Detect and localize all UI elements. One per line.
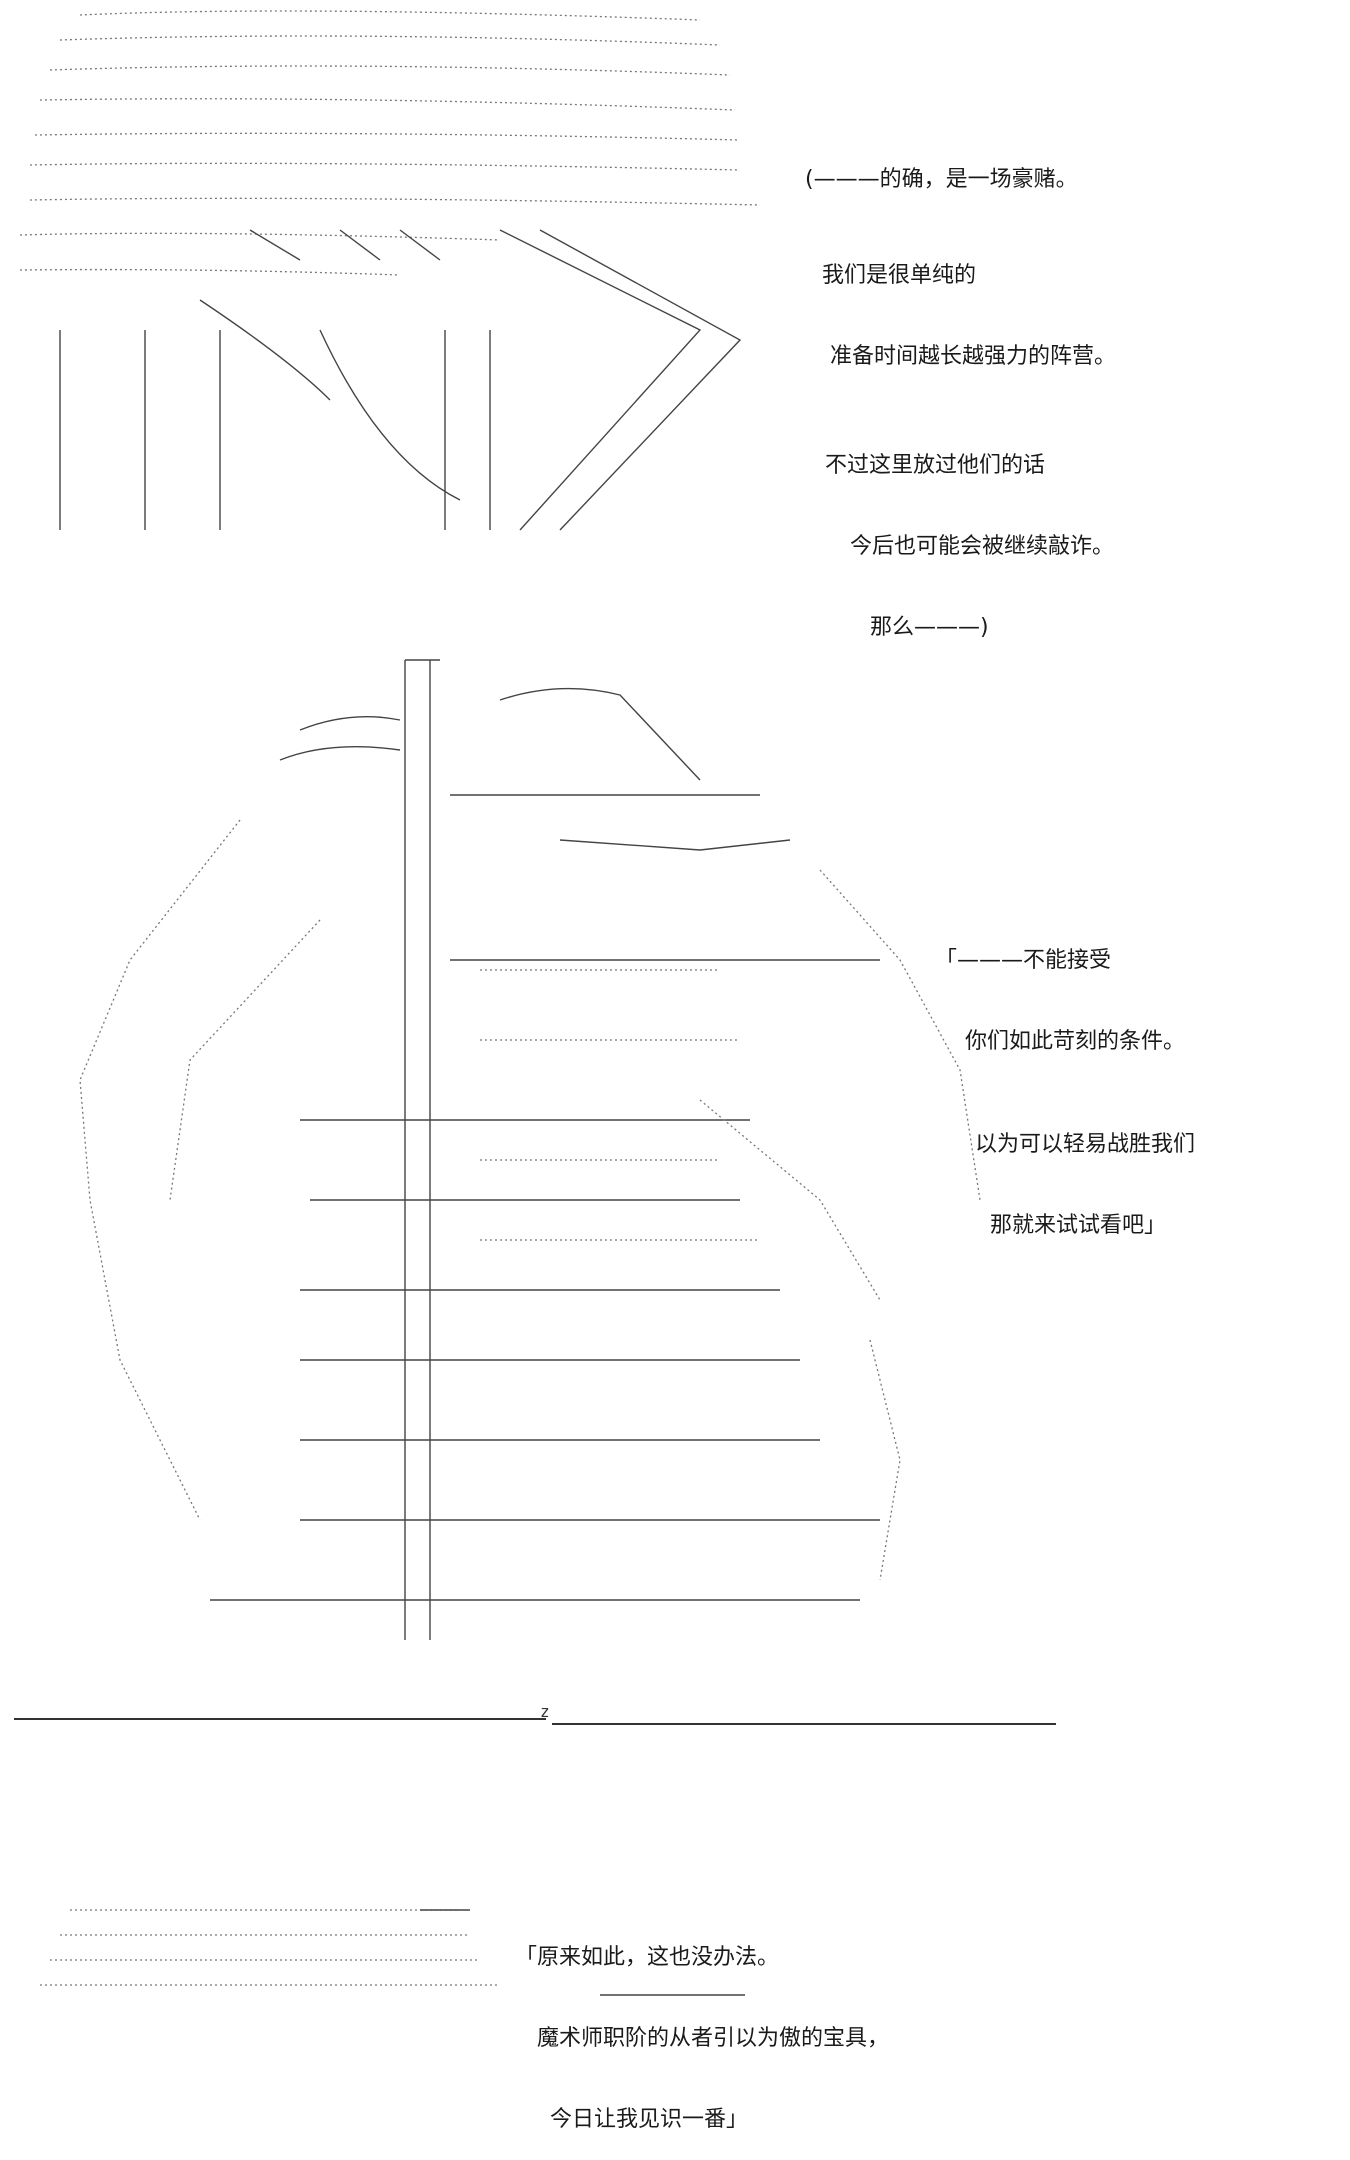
ascii-art-panel-2 xyxy=(0,640,1350,1670)
dialogue-line: 那么———) xyxy=(870,615,989,640)
panel-divider-right xyxy=(552,1723,1056,1725)
dialogue-panel-3: 「原来如此，这也没办法。 魔术师职阶的从者引以为傲的宝具， 今日让我见识一番」 xyxy=(515,1890,889,2160)
dialogue-panel-1: (———的确，是一场豪赌。 我们是很单纯的 准备时间越长越强力的阵营。 不过这里… xyxy=(800,112,1116,668)
dialogue-line: 我们是很单纯的 xyxy=(822,263,977,288)
dialogue-line: 以为可以轻易战胜我们 xyxy=(975,1132,1196,1157)
dialogue-line: 今日让我见识一番」 xyxy=(550,2107,749,2132)
dialogue-line: (———的确，是一场豪赌。 xyxy=(805,167,1078,192)
ascii-art-figure-2 xyxy=(79,659,981,1640)
ascii-art-figure-3 xyxy=(40,1909,745,1996)
dialogue-line: 「———不能接受 xyxy=(935,948,1112,973)
dialogue-panel-2: 「———不能接受 你们如此苛刻的条件。 以为可以轻易战胜我们 那就来试试看吧」 xyxy=(935,893,1195,1266)
dialogue-line: 你们如此苛刻的条件。 xyxy=(965,1029,1186,1054)
dialogue-line: 不过这里放过他们的话 xyxy=(825,453,1046,478)
dialogue-line: 准备时间越长越强力的阵营。 xyxy=(830,344,1117,369)
dialogue-line: 魔术师职阶的从者引以为傲的宝具， xyxy=(537,2026,890,2051)
divider-mark: z xyxy=(540,1702,550,1721)
dialogue-line: 「原来如此，这也没办法。 xyxy=(515,1945,780,1970)
ascii-art-figure-1 xyxy=(19,10,761,531)
panel-divider-left xyxy=(14,1718,546,1720)
dialogue-line: 那就来试试看吧」 xyxy=(990,1213,1167,1238)
ascii-art-panel-1 xyxy=(0,0,1350,560)
dialogue-line: 今后也可能会被继续敲诈。 xyxy=(850,534,1115,559)
ascii-art-panel-3 xyxy=(0,1880,1350,2000)
